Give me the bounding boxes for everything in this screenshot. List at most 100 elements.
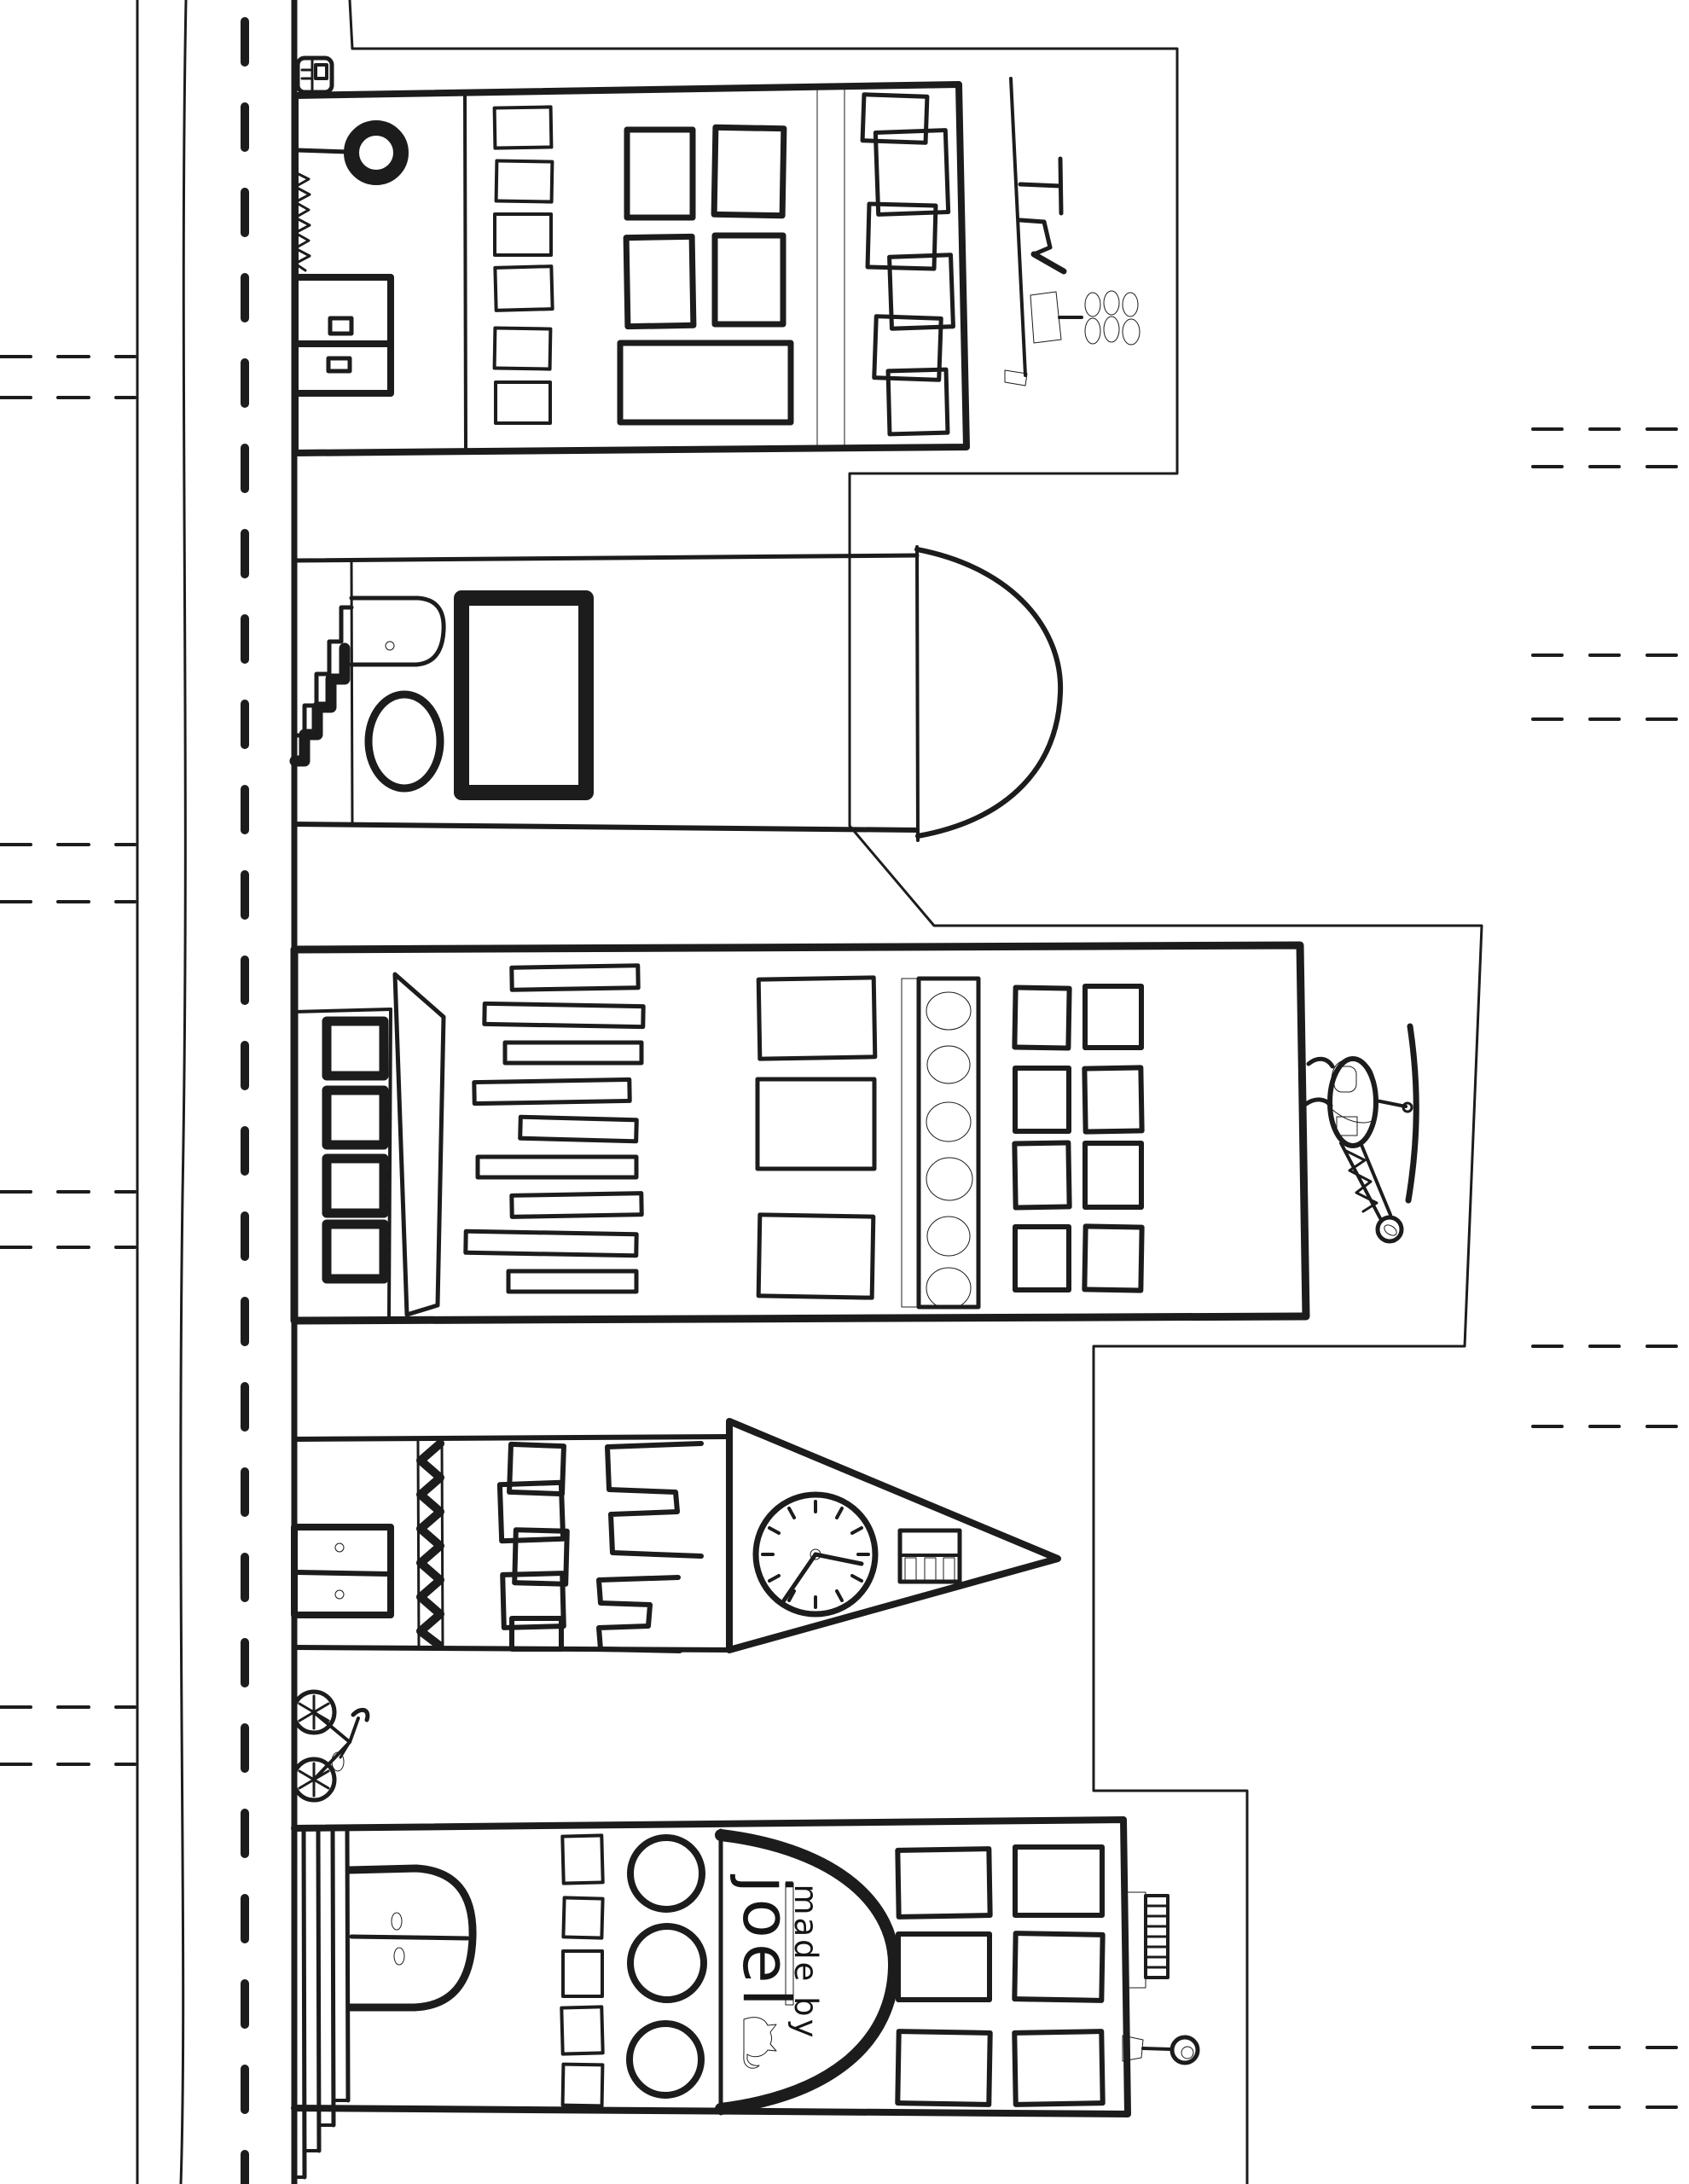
building-1-dark-stripe: [816, 88, 845, 450]
heli-window: [1333, 1066, 1357, 1093]
window: [561, 1949, 604, 1998]
dot: [926, 1216, 971, 1257]
building-1-small-windows: [492, 105, 554, 425]
door-handle: [328, 316, 354, 336]
rotor-hub-line: [1374, 1099, 1408, 1108]
bar: [482, 1001, 646, 1030]
window: [561, 1896, 605, 1940]
large-windows: [755, 975, 878, 1300]
swing-arm: [294, 148, 351, 154]
clock-tick: [835, 1507, 844, 1519]
window: [496, 1479, 566, 1544]
window: [1013, 1844, 1105, 1918]
rotor-blade: [1405, 1023, 1419, 1204]
window: [1012, 2029, 1106, 2107]
window: [872, 314, 943, 382]
window: [623, 233, 697, 330]
arch-roof: [914, 547, 1064, 839]
tv-antenna-icon: [1018, 156, 1067, 275]
smoke-puff: [1122, 318, 1141, 346]
logo-large-text: joel: [728, 1873, 804, 2012]
circle-window: [627, 1923, 707, 2003]
bike-fork: [348, 1716, 360, 1744]
bicycle-icon: [291, 1689, 370, 1803]
window-grid: [895, 1844, 1106, 2107]
door-divider: [294, 1570, 391, 1577]
window: [500, 1571, 566, 1630]
window: [1082, 1065, 1145, 1135]
bar: [463, 1228, 639, 1258]
smoke-puff: [1084, 317, 1101, 345]
clock-tick: [835, 1589, 844, 1602]
dot: [926, 991, 972, 1031]
clock-tick: [850, 1526, 863, 1535]
window: [512, 1527, 570, 1587]
clock-tick: [787, 1589, 796, 1602]
window: [873, 128, 951, 217]
stairs-lower-thick: [289, 642, 351, 767]
window-wide: [617, 340, 794, 426]
vent-stripe: [904, 1557, 917, 1582]
step-line: [345, 1826, 351, 2103]
building-4-door: [291, 1524, 394, 1618]
rotor-hub: [1402, 1101, 1413, 1113]
antenna-base: [1122, 2035, 1144, 2062]
window: [895, 2029, 993, 2107]
smoke-puff: [1122, 292, 1139, 317]
road: [136, 0, 298, 2184]
door-handle-dot: [334, 1589, 345, 1600]
comb-pattern: [596, 1575, 682, 1653]
door-handle-dot: [334, 1542, 345, 1553]
wall-bottom: [292, 822, 920, 833]
building-1-door: [292, 274, 394, 397]
porch-window: [322, 1219, 389, 1284]
window: [507, 1441, 566, 1497]
clock-face: [752, 1491, 879, 1618]
building-2-arch-house: [289, 545, 1064, 842]
antenna-pole: [1141, 2047, 1172, 2051]
small-window-column: [560, 1833, 605, 2108]
dot: [926, 1157, 973, 1201]
step-line: [316, 1826, 322, 2153]
smoke-puff: [1103, 290, 1120, 316]
window: [1012, 1931, 1106, 2003]
facade-bars: [463, 963, 646, 1294]
door-handle: [326, 356, 352, 374]
front-steps: [293, 1826, 351, 2180]
round-window: [364, 690, 444, 793]
window: [896, 1931, 992, 2002]
comb-pattern: [605, 1441, 704, 1559]
arch-base-line: [915, 545, 920, 842]
bush-zigzag-icon: [293, 171, 311, 272]
window: [494, 159, 554, 204]
window: [711, 124, 787, 219]
building-1-overlap-windows: [860, 92, 955, 437]
heli-side-panel: [1336, 1116, 1358, 1136]
bike-pedal: [331, 1751, 345, 1772]
door-outline: [291, 1524, 394, 1618]
clock-center-dot: [810, 1548, 821, 1560]
clock-hand-minute: [813, 1552, 864, 1566]
zigzag-band: [416, 1439, 444, 1649]
antenna-bar: [1058, 156, 1064, 216]
parapet-line: [1009, 77, 1027, 377]
bar: [518, 1114, 639, 1144]
clock-hand-hour: [781, 1552, 818, 1603]
smoke-puff: [1103, 316, 1120, 343]
truck-icon: [295, 55, 334, 95]
building-5-roof: [1122, 1891, 1200, 2065]
dot-panel: [901, 976, 981, 1310]
smoke-puff: [1084, 292, 1101, 317]
window: [492, 105, 554, 150]
window: [756, 1212, 876, 1300]
cut-outline: [348, 0, 1483, 2184]
fold-marks-left: [0, 355, 136, 1766]
porch-side-line: [387, 1008, 392, 1317]
circle-window: [626, 2020, 705, 2099]
wall-top: [292, 553, 920, 563]
window: [494, 380, 552, 425]
band-edge: [416, 1440, 421, 1648]
